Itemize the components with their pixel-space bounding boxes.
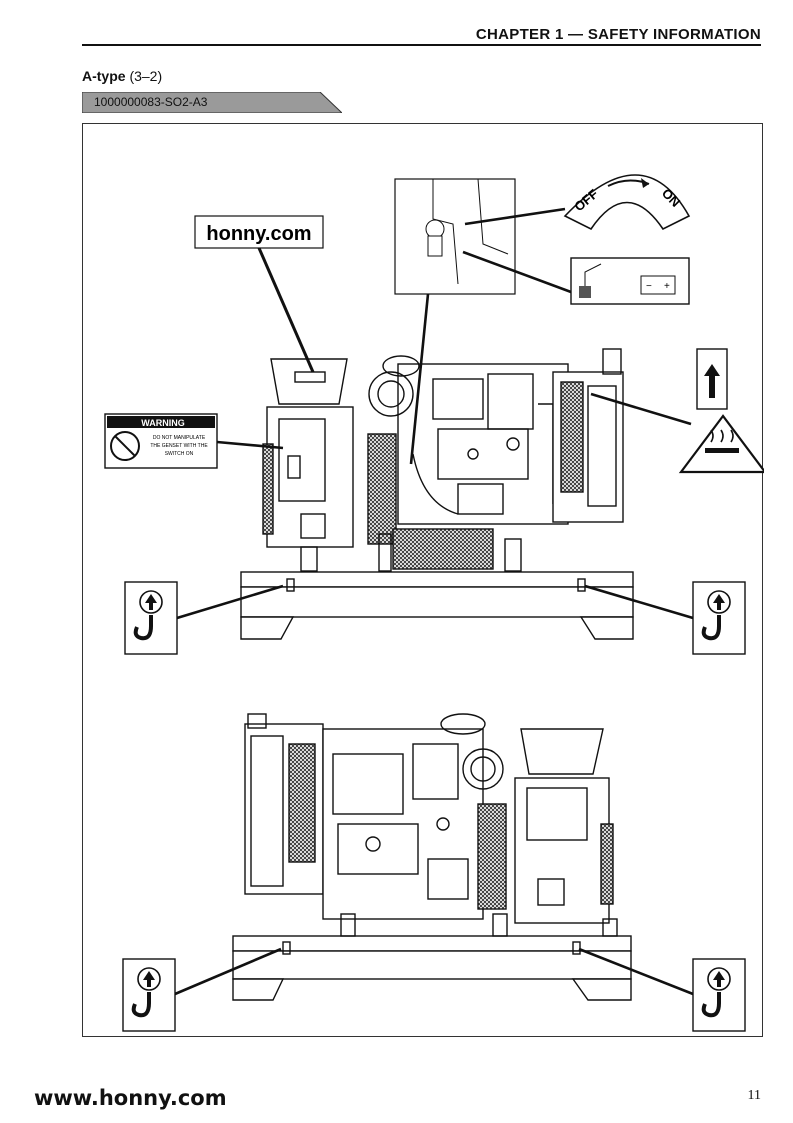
warning-line-3: SWITCH ON	[165, 451, 194, 457]
battery-plus: +	[664, 281, 670, 292]
section-title: A-type (3–2)	[82, 68, 162, 84]
up-arrow-sign	[696, 348, 728, 410]
chapter-title: CHAPTER 1 — SAFETY INFORMATION	[475, 26, 761, 43]
footer-url: www.honny.com	[34, 1086, 227, 1110]
section-title-bold: A-type	[82, 68, 126, 84]
hot-surface-sign	[678, 414, 764, 474]
switch-sign-leader	[464, 207, 566, 226]
page-number: 11	[747, 1088, 761, 1103]
section-title-rest: (3–2)	[125, 68, 163, 84]
code-bar-shape	[82, 92, 342, 113]
watermark-leader	[257, 247, 315, 373]
code-bar: 1000000083-SO2-A3	[82, 92, 342, 113]
switch-inset	[394, 178, 516, 295]
battery-minus: −	[646, 281, 652, 292]
warning-line-2: THE GENSET WITH THE	[150, 443, 208, 449]
top-genset	[240, 348, 634, 640]
watermark-box: honny.com	[194, 215, 324, 249]
warning-sign: WARNING DO NOT MANIPULATE THE GENSET WIT…	[104, 413, 218, 469]
lift-hook-sign-top-left	[124, 581, 178, 655]
off-on-sign: OFF ON	[563, 174, 691, 231]
lift-hook-sign-bottom-right	[692, 958, 746, 1032]
switch-leader	[409, 293, 430, 465]
warning-line-1: DO NOT MANIPULATE	[153, 435, 206, 441]
warning-heading: WARNING	[141, 418, 185, 428]
header-rule	[82, 44, 761, 46]
battery-leader	[462, 250, 572, 294]
document-code: 1000000083-SO2-A3	[94, 95, 208, 109]
warning-leader	[216, 440, 284, 450]
lift-hook-sign-top-right	[692, 581, 746, 655]
lift-hook-sign-bottom-left	[122, 958, 176, 1032]
hot-surface-leader	[590, 392, 692, 426]
figure-frame: honny.com OFF ON − + WARNING DO NOT MANI…	[82, 123, 764, 1037]
battery-sign: − +	[570, 257, 690, 305]
genset-safety-drawing: honny.com OFF ON − + WARNING DO NOT MANI…	[104, 174, 764, 1032]
watermark-text: honny.com	[206, 223, 311, 245]
bottom-genset	[232, 713, 632, 1001]
